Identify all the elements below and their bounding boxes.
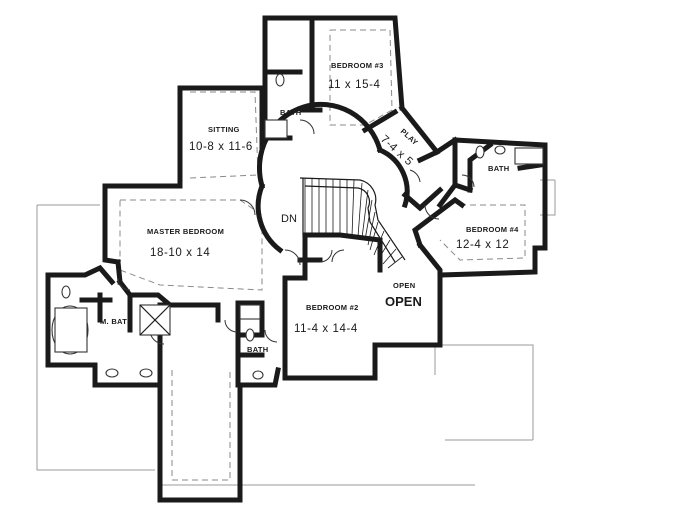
room-open-big: OPEN: [385, 294, 422, 309]
roof-outline: [36, 179, 556, 486]
room-name-bath-lower: BATH: [247, 345, 268, 354]
tub-icon: [514, 147, 544, 165]
room-name-bath-upper: BATH: [280, 108, 301, 117]
stair-down-label: DN: [281, 213, 297, 225]
toilet-icon: [245, 328, 255, 342]
room-name-bath-right: BATH: [488, 164, 509, 173]
toilet-icon: [475, 145, 485, 159]
room-name-bedroom4: BEDROOM #4: [466, 225, 519, 234]
sink-icon: [139, 368, 153, 378]
room-dims-bedroom4: 12-4 x 12: [456, 239, 509, 251]
sink-icon: [252, 370, 264, 380]
room-dims-master: 18-10 x 14: [150, 247, 210, 259]
toilet-icon: [275, 73, 285, 87]
room-labels: BEDROOM #3 11 x 15-4 SITTING 10-8 x 11-6…: [100, 61, 519, 354]
shower-icon: [264, 119, 288, 139]
room-dims-bedroom2: 11-4 x 14-4: [294, 323, 358, 335]
room-name-sitting: SITTING: [208, 125, 240, 134]
room-name-bedroom3: BEDROOM #3: [331, 61, 384, 70]
sink-icon: [105, 368, 119, 378]
shower-icon: [239, 304, 261, 320]
toilet-icon: [61, 285, 71, 299]
room-name-open: OPEN: [393, 281, 415, 290]
exterior-walls: [45, 15, 548, 503]
room-name-bedroom2: BEDROOM #2: [306, 303, 359, 312]
room-name-mbath: M. BATH: [100, 317, 133, 326]
fixtures: [51, 73, 544, 380]
sink-icon: [494, 145, 506, 155]
stair: [299, 177, 406, 269]
room-dims-sitting: 10-8 x 11-6: [189, 141, 253, 153]
room-name-master: MASTER BEDROOM: [147, 227, 224, 236]
room-dims-bedroom3: 11 x 15-4: [328, 79, 381, 91]
